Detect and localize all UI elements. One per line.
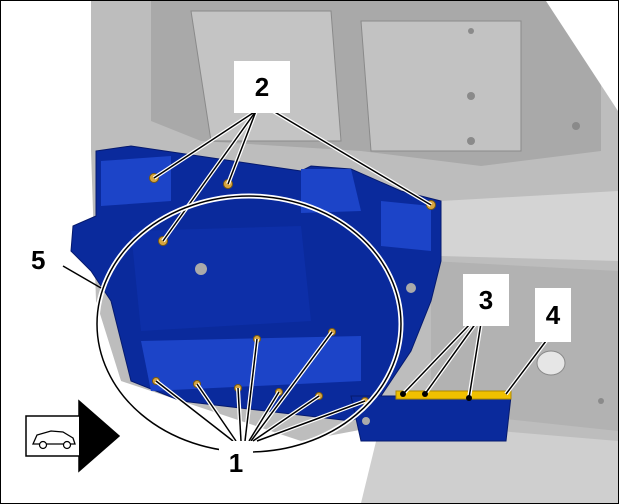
vehicle-direction-arrow-icon xyxy=(25,399,121,473)
callout-label-5: 5 xyxy=(31,245,46,275)
callout-label-1: 1 xyxy=(219,441,253,485)
callout-label-3: 3 xyxy=(463,274,509,326)
callout-label-4: 4 xyxy=(535,288,571,342)
callout-label-2: 2 xyxy=(234,61,290,113)
